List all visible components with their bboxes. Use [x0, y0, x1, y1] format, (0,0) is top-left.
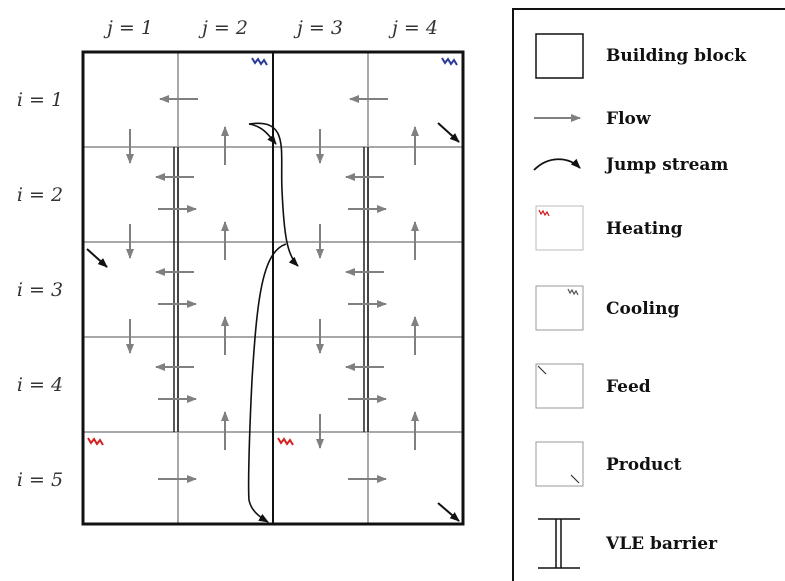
jump-stream	[248, 122, 299, 267]
row-label-4: i = 4	[17, 374, 63, 396]
cooling-icon	[567, 288, 579, 296]
feed-icon	[537, 365, 547, 375]
vle-barrier	[173, 147, 179, 432]
heating-block-icon	[535, 205, 584, 251]
legend-feed-label: Feed	[606, 377, 651, 397]
cooling-icon	[441, 57, 458, 66]
cooling-block-icon	[535, 285, 584, 331]
vle-barrier-icon	[538, 518, 580, 569]
row-label-2: i = 2	[17, 184, 63, 206]
legend-jump-stream-label: Jump stream	[604, 155, 728, 175]
superstructure-border	[81, 50, 465, 526]
building-block-icon	[535, 33, 584, 79]
legend-flow-label: Flow	[606, 109, 651, 129]
product-arrow	[437, 122, 460, 143]
jump-stream-icon	[533, 158, 581, 171]
row-label-1: i = 1	[17, 89, 63, 111]
flow-arrows	[126, 95, 419, 483]
product-icon	[570, 474, 580, 484]
legend-product-label: Product	[606, 455, 682, 475]
product-block-icon	[535, 441, 584, 487]
row-label-5: i = 5	[17, 469, 63, 491]
legend-cooling-label: Cooling	[606, 299, 679, 319]
vle-barrier	[363, 147, 369, 432]
col-label-4: j = 4	[388, 17, 438, 39]
heating-icon	[277, 437, 294, 446]
col-label-3: j = 3	[293, 17, 343, 39]
col-label-1: j = 1	[103, 17, 153, 39]
feed-block-icon	[535, 363, 584, 409]
heating-icon	[87, 437, 104, 446]
legend-building-block-label: Building block	[606, 46, 747, 66]
feed-arrow	[86, 248, 108, 268]
legend-box	[512, 8, 785, 581]
cooling-icon	[251, 57, 268, 66]
col-label-2: j = 2	[198, 17, 248, 39]
jump-stream	[248, 123, 277, 145]
legend-heating-label: Heating	[606, 219, 683, 239]
jump-stream	[247, 243, 287, 523]
product-arrow	[437, 502, 460, 522]
heating-icon	[538, 209, 550, 217]
row-label-3: i = 3	[17, 279, 63, 301]
legend-vle-barrier-label: VLE barrier	[605, 534, 718, 554]
